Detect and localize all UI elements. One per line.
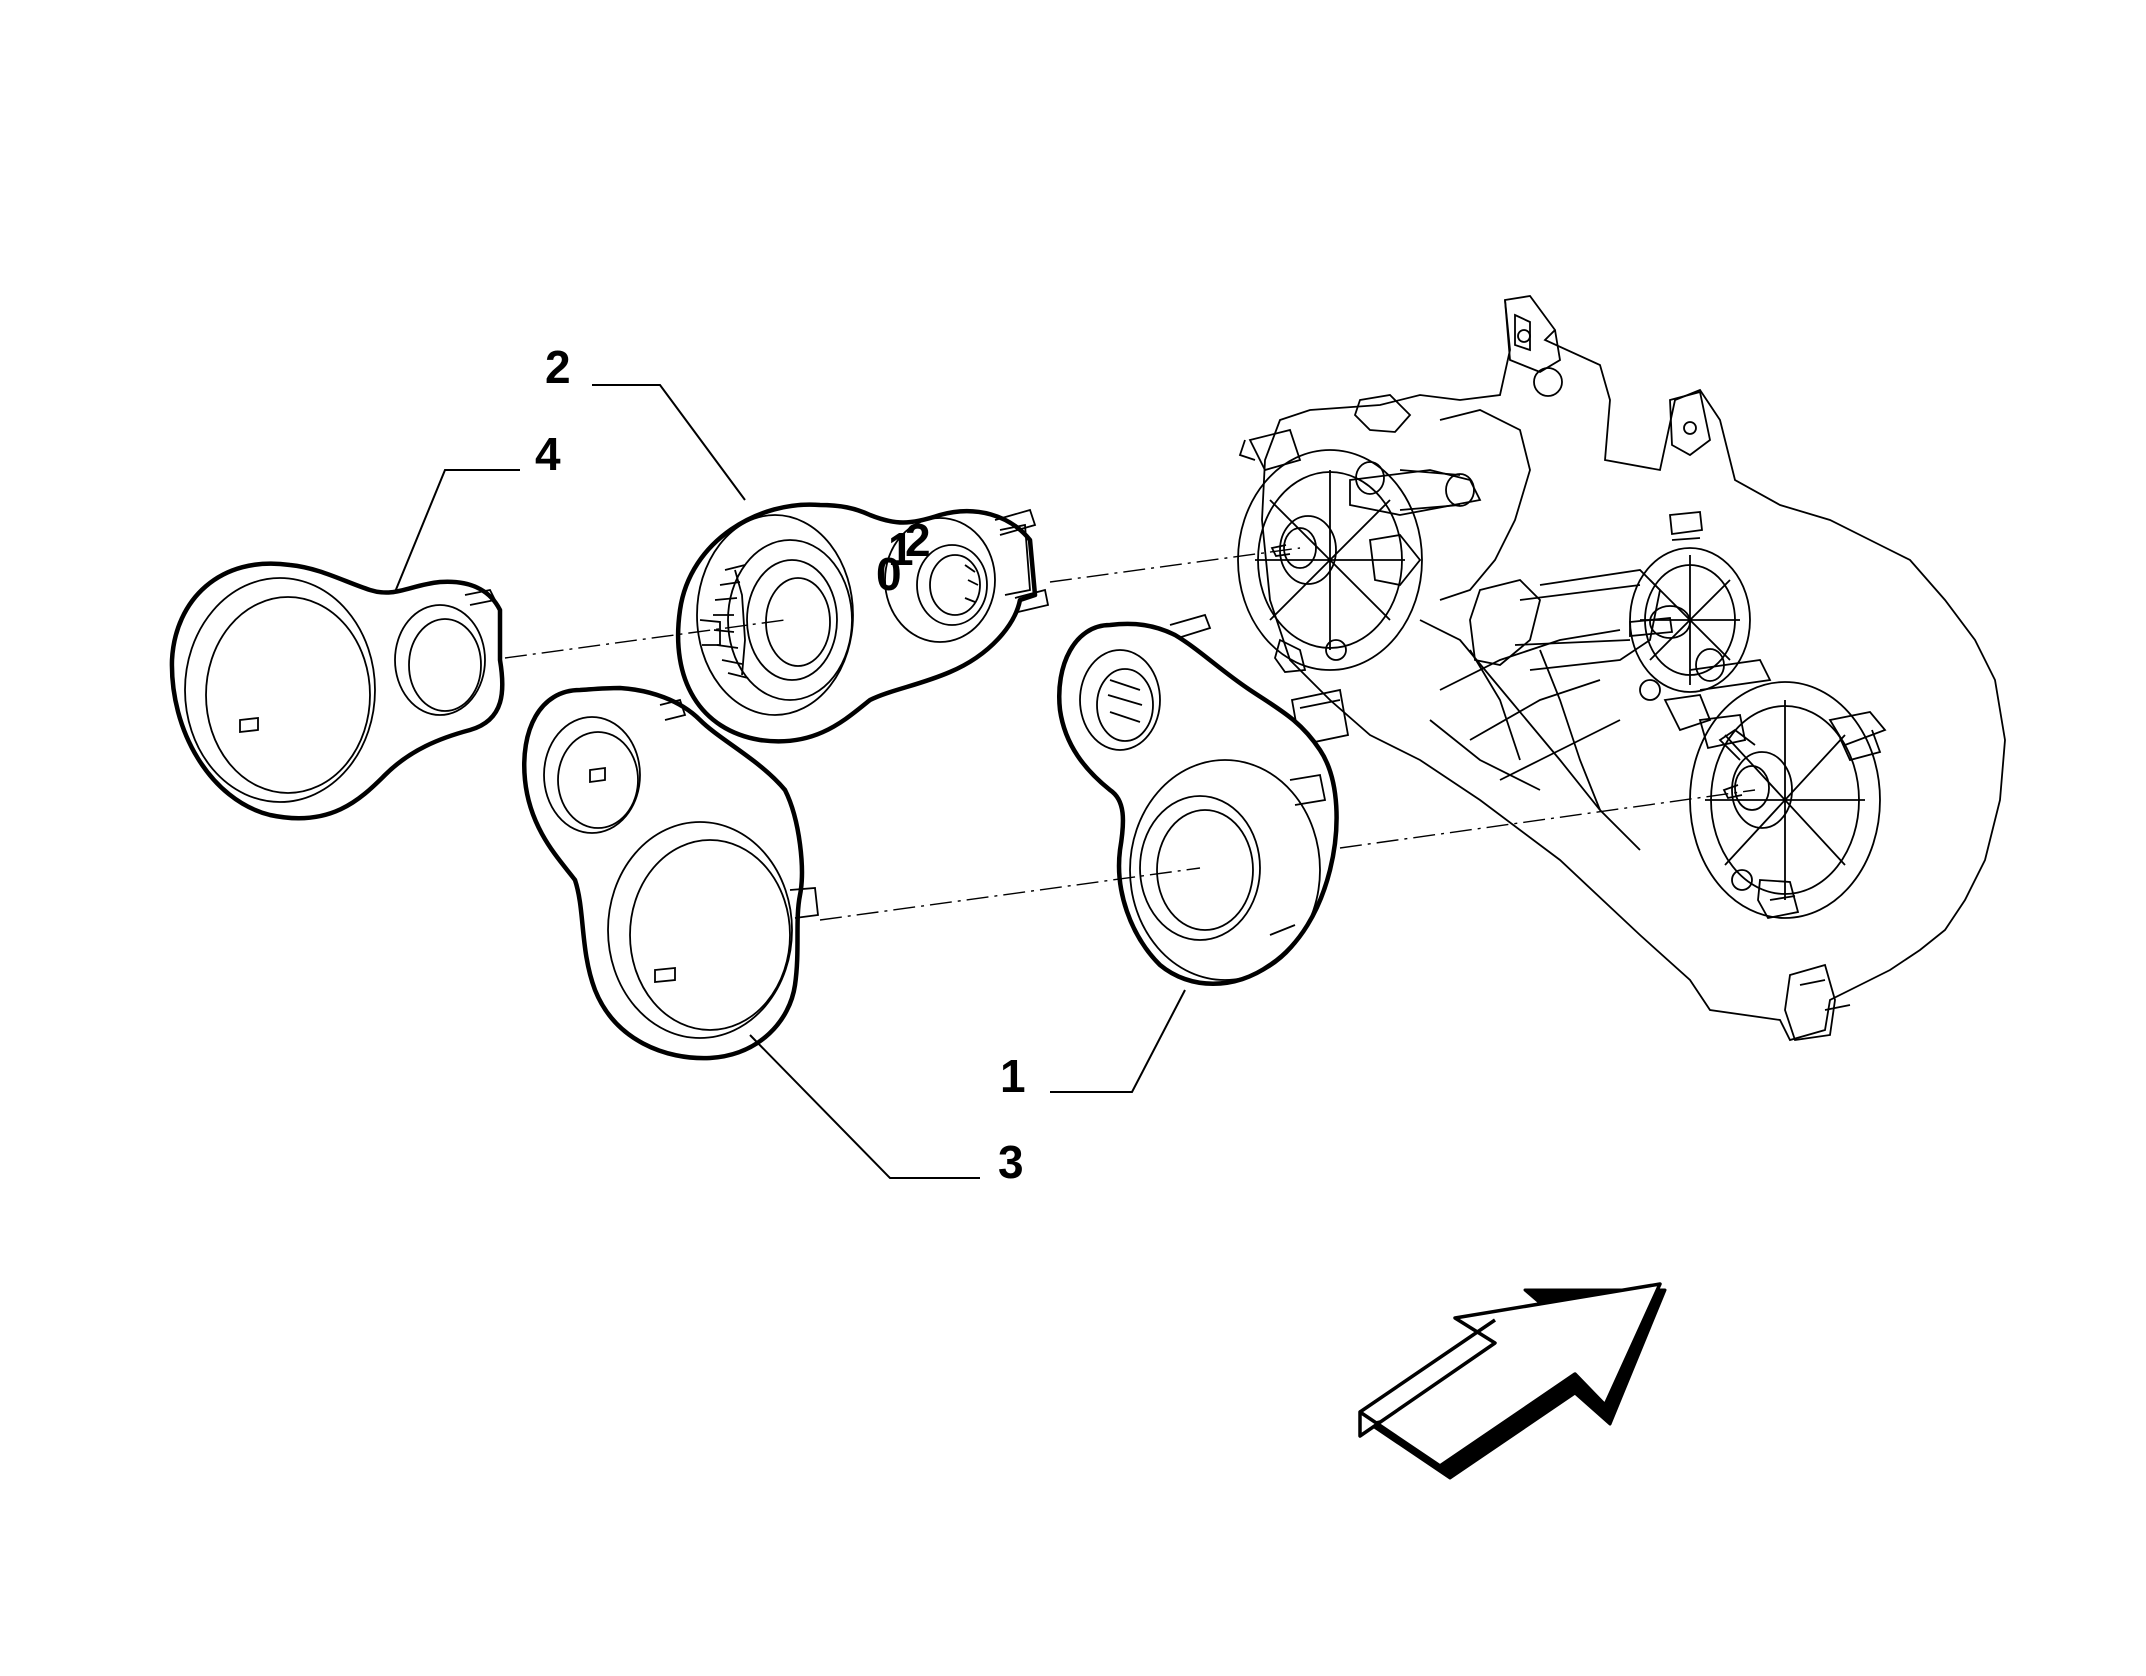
part-3-ring-trim — [522, 685, 819, 1061]
part-1-dial-bezel — [1057, 613, 1339, 986]
callout-3: 3 — [998, 1136, 1024, 1188]
leader-line-1 — [1050, 989, 1186, 1093]
callout-1: 1 — [1000, 1050, 1026, 1102]
part-2-dial-bezel — [675, 502, 1050, 744]
leader-line-4 — [394, 469, 520, 593]
part-4-ring-trim — [169, 561, 505, 821]
direction-arrow-icon — [1358, 1282, 1667, 1480]
dial-mark-2: 2 — [905, 514, 931, 566]
leader-lines — [394, 384, 1186, 1179]
leader-line-3 — [749, 1034, 980, 1179]
dial-mark-1: 1 — [888, 523, 914, 575]
dial-mark-0: 0 — [876, 548, 902, 600]
leader-line-2 — [592, 384, 746, 501]
callout-4: 4 — [535, 428, 561, 480]
assembly-axis-lines — [504, 547, 1756, 921]
callout-2: 2 — [545, 341, 571, 393]
control-panel-housing — [1237, 295, 2006, 1042]
